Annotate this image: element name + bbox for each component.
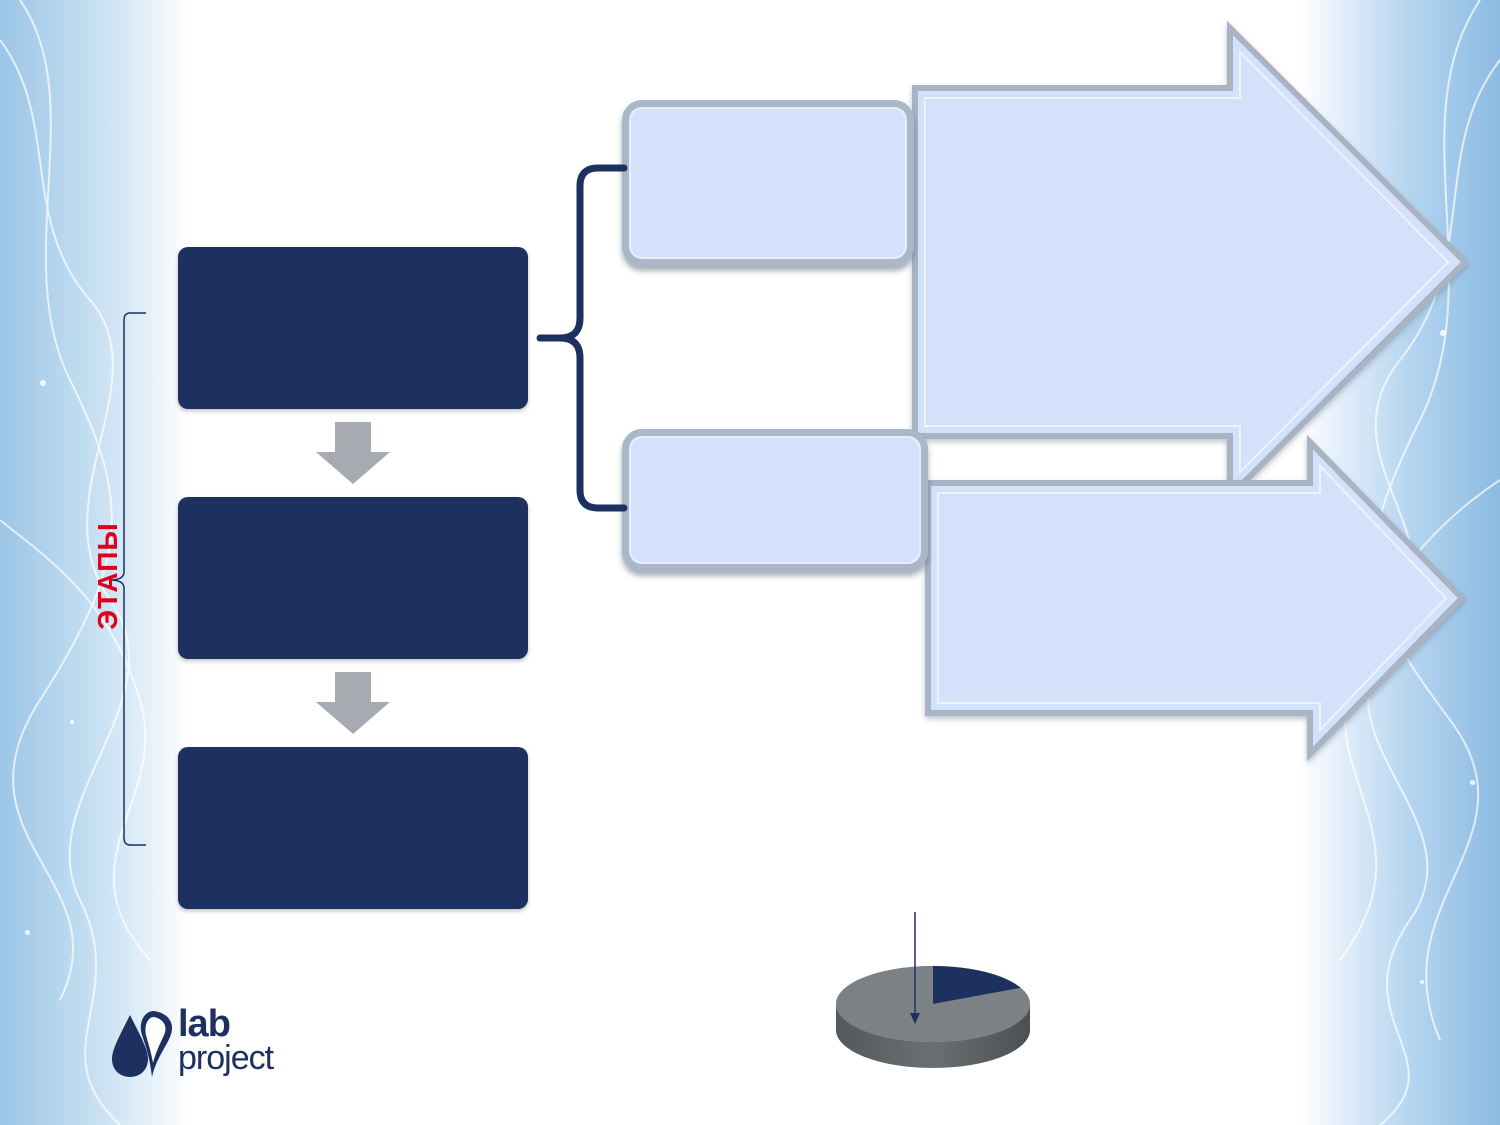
- lab-project-logo: lab project: [110, 1005, 290, 1085]
- logo-text-lab: lab: [178, 1003, 231, 1045]
- down-arrow-icon: [316, 422, 390, 484]
- sparkle: [1420, 980, 1424, 984]
- logo-text-project: project: [178, 1039, 274, 1077]
- pie-pointer-arrowhead: [910, 1013, 920, 1024]
- branch-box-bottom: [622, 429, 928, 571]
- curly-brace-connector: [536, 164, 628, 512]
- pie-slice-1: [933, 966, 1021, 1004]
- drop-logo-icon: [112, 1011, 173, 1077]
- branch-box-top: [622, 100, 914, 266]
- stages-bracket: [109, 312, 146, 846]
- sparkle: [40, 380, 46, 386]
- sparkle: [1440, 330, 1446, 336]
- stage-box-2: [178, 497, 528, 659]
- big-arrow-bottom: [925, 434, 1467, 762]
- background-left-decoration: [0, 0, 190, 1125]
- sparkle: [25, 930, 30, 935]
- down-arrow-icon: [316, 672, 390, 734]
- stage-box-1: [178, 247, 528, 409]
- sparkle: [1470, 780, 1475, 785]
- pie-slice-2: [836, 966, 1031, 1042]
- stage-box-3: [178, 747, 528, 909]
- pie-side: [836, 1004, 1030, 1068]
- sparkle: [70, 720, 74, 724]
- big-arrow-top: [912, 20, 1470, 504]
